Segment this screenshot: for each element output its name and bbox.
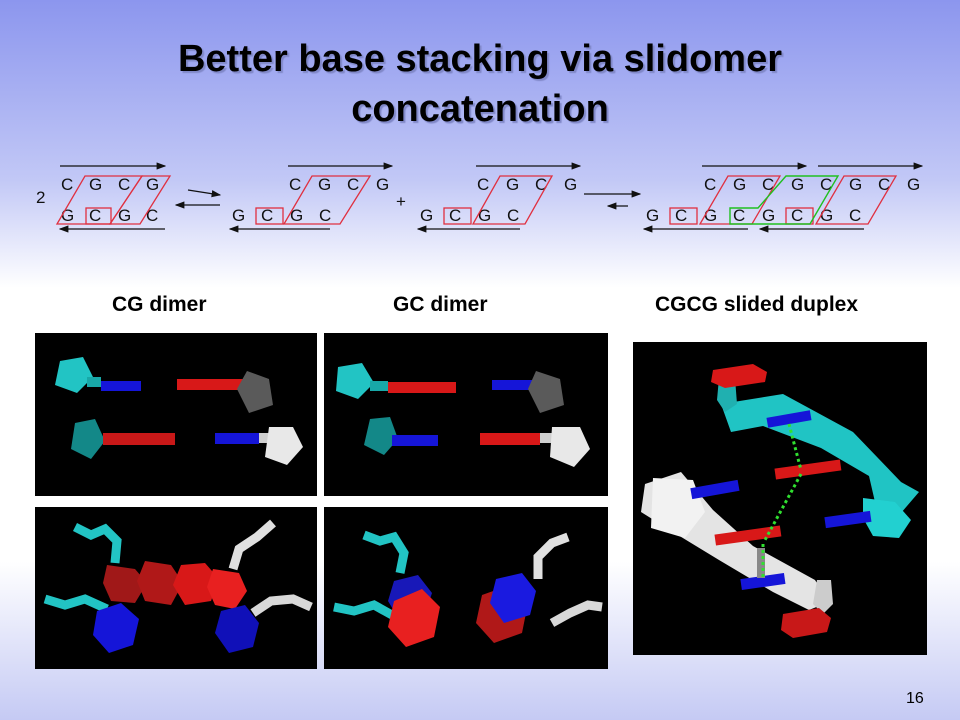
base-letter: C <box>704 175 716 194</box>
base-letter: G <box>232 206 245 225</box>
base-letter: C <box>319 206 331 225</box>
base-letter: C <box>449 206 461 225</box>
base-letter: C <box>477 175 489 194</box>
cg-monomer-schematic: C G C G G C G C <box>228 162 394 233</box>
base-letter: C <box>118 175 130 194</box>
gc-dimer-top-view <box>324 333 608 496</box>
coefficient-label: 2 <box>36 188 45 207</box>
base-letter: G <box>290 206 303 225</box>
plus-sign: + <box>396 192 406 211</box>
slide-title: Better base stacking via slidomer concat… <box>0 34 960 134</box>
title-line-2: concatenation <box>351 88 609 130</box>
base-letter: G <box>849 175 862 194</box>
base-letter: G <box>146 175 159 194</box>
base-letter: C <box>675 206 687 225</box>
cg-dimer-top-view <box>35 333 317 496</box>
slided-duplex-label: CGCG slided duplex <box>655 293 859 316</box>
base-letter: G <box>61 206 74 225</box>
base-letter: C <box>61 175 73 194</box>
base-letter: G <box>646 206 659 225</box>
base-letter: G <box>791 175 804 194</box>
base-letter: C <box>289 175 301 194</box>
base-letter: G <box>420 206 433 225</box>
slided-duplex-schematic: C G C G C G C G G C G C G C G C <box>642 162 924 233</box>
base-letter: G <box>907 175 920 194</box>
base-letter: G <box>506 175 519 194</box>
gc-dimer-label: GC dimer <box>393 293 488 316</box>
page-number: 16 <box>906 690 924 707</box>
base-letter: G <box>478 206 491 225</box>
cg-dimer-side-view <box>35 507 317 669</box>
base-letter: G <box>89 175 102 194</box>
base-letter: C <box>535 175 547 194</box>
cg-dimer-schematic: C G C G G C G C <box>55 162 172 233</box>
base-letter: C <box>146 206 158 225</box>
base-letter: C <box>261 206 273 225</box>
gc-monomer-schematic: C G C G G C G C <box>416 162 582 233</box>
cg-dimer-label: CG dimer <box>112 293 207 316</box>
base-letter: G <box>704 206 717 225</box>
base-letter: G <box>118 206 131 225</box>
base-letter: C <box>762 175 774 194</box>
base-letter: G <box>733 175 746 194</box>
base-letter: C <box>733 206 745 225</box>
base-letter: G <box>762 206 775 225</box>
gc-dimer-side-view <box>324 507 608 669</box>
base-letter: G <box>318 175 331 194</box>
base-letter: G <box>564 175 577 194</box>
base-letter: C <box>878 175 890 194</box>
base-letter: G <box>376 175 389 194</box>
base-letter: C <box>347 175 359 194</box>
base-letter: G <box>820 206 833 225</box>
base-letter: C <box>791 206 803 225</box>
cgcg-slided-duplex-view <box>633 342 927 655</box>
title-line-1: Better base stacking via slidomer <box>177 38 783 80</box>
base-letter: C <box>849 206 861 225</box>
base-letter: C <box>507 206 519 225</box>
base-letter: C <box>89 206 101 225</box>
reaction-schematic: 2 C G C G G C G C C G C G G C G C + C <box>36 162 924 233</box>
base-letter: C <box>820 175 832 194</box>
